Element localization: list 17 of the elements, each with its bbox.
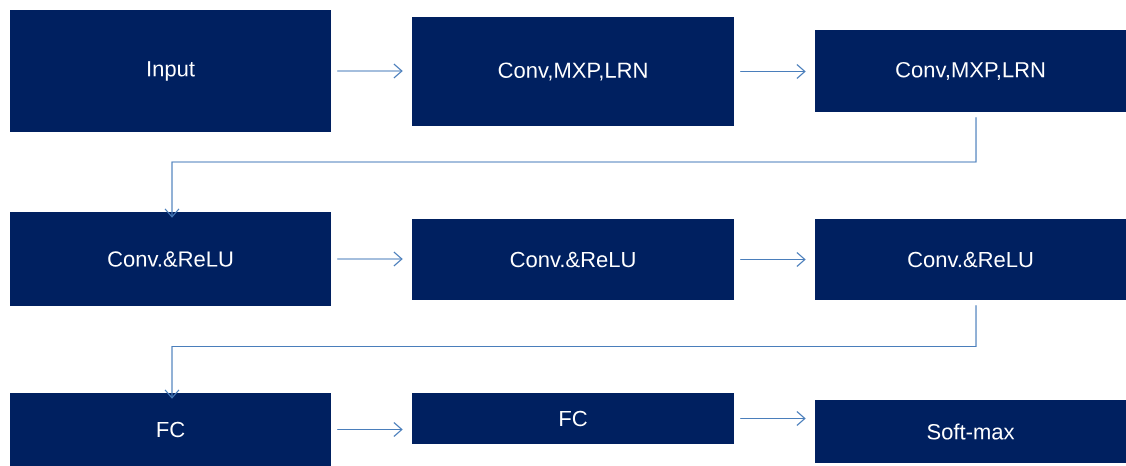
process-box: FC (10, 393, 331, 466)
process-box: Soft-max (815, 400, 1126, 463)
arrow (336, 251, 403, 267)
arrow (336, 421, 403, 438)
process-box: Input (10, 10, 331, 132)
process-box: Conv.&ReLU (10, 212, 331, 306)
arrow (739, 63, 806, 80)
process-box: FC (412, 393, 734, 444)
process-box: Conv.&ReLU (815, 219, 1126, 300)
arrow (164, 304, 977, 399)
arrow (336, 63, 403, 79)
process-box: Conv.&ReLU (412, 219, 734, 300)
arrow (739, 410, 806, 427)
process-box: Conv,MXP,LRN (815, 30, 1126, 112)
arrow (164, 116, 977, 218)
arrow (739, 251, 806, 268)
process-box: Conv,MXP,LRN (412, 17, 734, 126)
